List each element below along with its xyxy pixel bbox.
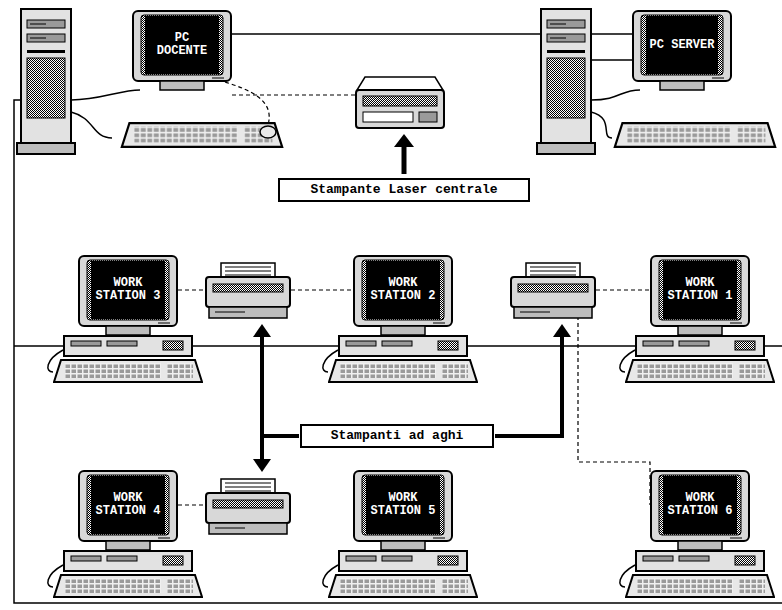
monitor-screen: PC SERVER bbox=[646, 16, 718, 74]
label-box: Stampanti ad aghi bbox=[300, 424, 494, 448]
keyboard bbox=[54, 360, 202, 382]
text-stack: Stampante Laser centrale bbox=[292, 182, 516, 198]
arrow-head bbox=[253, 324, 271, 337]
cable bbox=[620, 565, 635, 587]
pc-server bbox=[537, 9, 775, 154]
monitor-screen: WORK STATION 1 bbox=[663, 261, 737, 319]
callout-label: Stampante Laser centrale bbox=[292, 182, 516, 198]
text-stack: WORK STATION 2 bbox=[368, 277, 438, 303]
keyboard bbox=[329, 575, 477, 597]
pointer-arrow bbox=[402, 146, 407, 174]
screen-label: WORK STATION 6 bbox=[665, 492, 735, 518]
text-stack: Stampanti ad aghi bbox=[314, 428, 480, 444]
pointer-arrow bbox=[262, 434, 299, 438]
monitor-screen: PC DOCENTE bbox=[145, 16, 219, 74]
cable bbox=[323, 565, 338, 587]
text-stack: WORK STATION 4 bbox=[93, 492, 163, 518]
desktop-case bbox=[636, 336, 764, 356]
printer-cable bbox=[178, 504, 205, 505]
dot-matrix-printer bbox=[206, 479, 290, 534]
network-wire bbox=[590, 59, 632, 61]
desktop-case bbox=[339, 551, 467, 571]
keyboard bbox=[615, 123, 775, 147]
callout-label: Stampanti ad aghi bbox=[314, 428, 480, 444]
monitor bbox=[633, 11, 731, 90]
cable bbox=[71, 90, 140, 100]
arrow-head bbox=[253, 459, 271, 472]
pointer-arrows bbox=[253, 134, 571, 472]
monitor-screen: WORK STATION 6 bbox=[663, 476, 737, 534]
cable bbox=[48, 350, 63, 372]
screen-label: WORK STATION 2 bbox=[368, 277, 438, 303]
screen-label: PC SERVER bbox=[650, 39, 715, 52]
dot-matrix-printer bbox=[511, 263, 595, 318]
monitor bbox=[651, 471, 749, 550]
desktop-case bbox=[64, 336, 192, 356]
text-stack: WORK STATION 5 bbox=[368, 492, 438, 518]
monitor-screen: WORK STATION 4 bbox=[91, 476, 165, 534]
pointer-arrow bbox=[260, 336, 264, 460]
label-box: Stampante Laser centrale bbox=[278, 178, 530, 202]
monitor-screen: WORK STATION 2 bbox=[366, 261, 440, 319]
keyboard bbox=[122, 123, 282, 147]
text-stack: WORK STATION 6 bbox=[665, 492, 735, 518]
network-wires bbox=[14, 60, 782, 603]
tower-case bbox=[17, 9, 75, 154]
cable bbox=[591, 90, 640, 100]
pc-docente bbox=[17, 9, 282, 154]
printer-cable bbox=[178, 289, 205, 290]
workstation-row-1 bbox=[48, 256, 774, 382]
laser-printer bbox=[356, 77, 444, 128]
keyboard bbox=[626, 575, 774, 597]
printer-cable bbox=[232, 94, 355, 95]
screen-label: WORK STATION 1 bbox=[665, 277, 735, 303]
monitor bbox=[651, 256, 749, 335]
screen-label: WORK STATION 3 bbox=[93, 277, 163, 303]
keyboard bbox=[329, 360, 477, 382]
dot-matrix-printer bbox=[206, 263, 290, 318]
mouse-cable bbox=[225, 82, 269, 125]
arrow-head bbox=[394, 134, 414, 147]
printer-cable bbox=[291, 289, 353, 290]
keyboard bbox=[626, 360, 774, 382]
printer-cable bbox=[596, 289, 650, 290]
desktop-case bbox=[64, 551, 192, 571]
cable bbox=[71, 112, 112, 138]
monitor bbox=[133, 11, 231, 90]
monitor-screen: WORK STATION 3 bbox=[91, 261, 165, 319]
keyboard bbox=[54, 575, 202, 597]
text-stack: WORK STATION 3 bbox=[93, 277, 163, 303]
screen-label: WORK STATION 5 bbox=[368, 492, 438, 518]
monitor-screen: WORK STATION 5 bbox=[366, 476, 440, 534]
desktop-case bbox=[339, 336, 467, 356]
tower-case bbox=[537, 9, 595, 154]
monitor bbox=[354, 256, 452, 335]
cable bbox=[620, 350, 635, 372]
screen-label: PC DOCENTE bbox=[147, 32, 217, 58]
text-stack: WORK STATION 1 bbox=[665, 277, 735, 303]
workstation-row-2 bbox=[48, 471, 774, 597]
cable bbox=[323, 350, 338, 372]
monitor bbox=[79, 256, 177, 335]
text-stack: PC SERVER bbox=[650, 39, 715, 52]
monitor bbox=[354, 471, 452, 550]
pointer-arrow bbox=[495, 336, 562, 436]
cable bbox=[591, 112, 612, 138]
cable bbox=[48, 565, 63, 587]
screen-label: WORK STATION 4 bbox=[93, 492, 163, 518]
arrow-head bbox=[553, 324, 571, 337]
mouse bbox=[260, 126, 276, 138]
monitor bbox=[79, 471, 177, 550]
desktop-case bbox=[636, 551, 764, 571]
network-wire bbox=[14, 100, 782, 603]
text-stack: PC DOCENTE bbox=[147, 32, 217, 58]
